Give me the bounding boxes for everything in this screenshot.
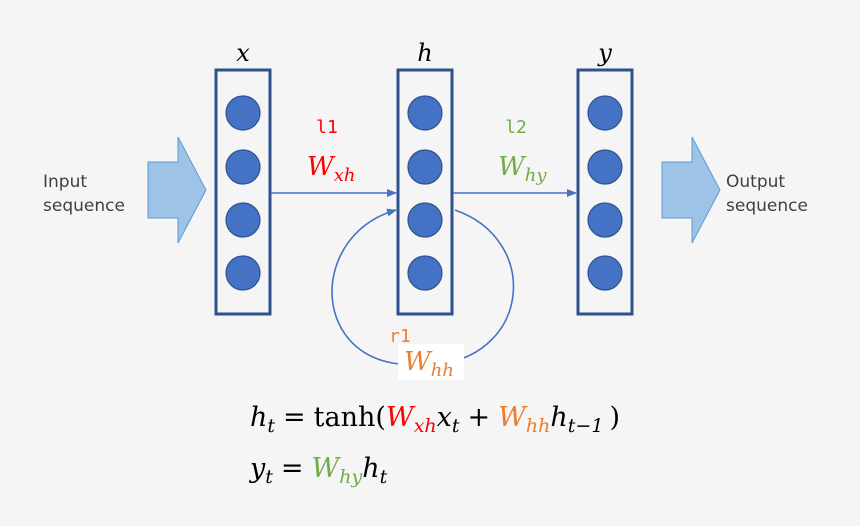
output-node: [587, 255, 623, 291]
hidden-layer-box: [396, 68, 454, 316]
output-label-line2: sequence: [726, 196, 808, 216]
weight-label-whh-background: [398, 344, 464, 380]
output-node: [587, 95, 623, 131]
input-node: [225, 95, 261, 131]
equation-hidden-state: ht=tanh(Wxhxt+Whhht−1): [250, 402, 620, 437]
hidden-node: [407, 149, 443, 185]
weight-tag-l1: l1: [316, 117, 338, 138]
weight-label-whh: Whh: [404, 347, 454, 381]
output-layer-box: [576, 68, 634, 316]
input-node: [225, 202, 261, 238]
output-layer-label: y: [597, 39, 612, 67]
input-sequence-arrow: [147, 136, 207, 244]
equation-output: yt=Whyht: [249, 453, 388, 488]
input-label-line1: Input: [43, 172, 87, 192]
input-layer-label: x: [236, 39, 250, 67]
hidden-node: [407, 255, 443, 291]
input-layer-box: [214, 68, 272, 316]
weight-label-wxh: Wxh: [307, 152, 355, 186]
input-node: [225, 255, 261, 291]
output-node: [587, 149, 623, 185]
hidden-layer-label: h: [417, 39, 432, 67]
input-node: [225, 149, 261, 185]
weight-label-why: Why: [498, 152, 547, 186]
hidden-node: [407, 95, 443, 131]
output-sequence-arrow: [661, 136, 721, 244]
output-label-line1: Output: [726, 172, 785, 192]
output-node: [587, 202, 623, 238]
weight-tag-r1: r1: [389, 326, 411, 347]
input-label-line2: sequence: [43, 196, 125, 216]
weight-tag-l2: l2: [505, 117, 527, 138]
hidden-node: [407, 202, 443, 238]
